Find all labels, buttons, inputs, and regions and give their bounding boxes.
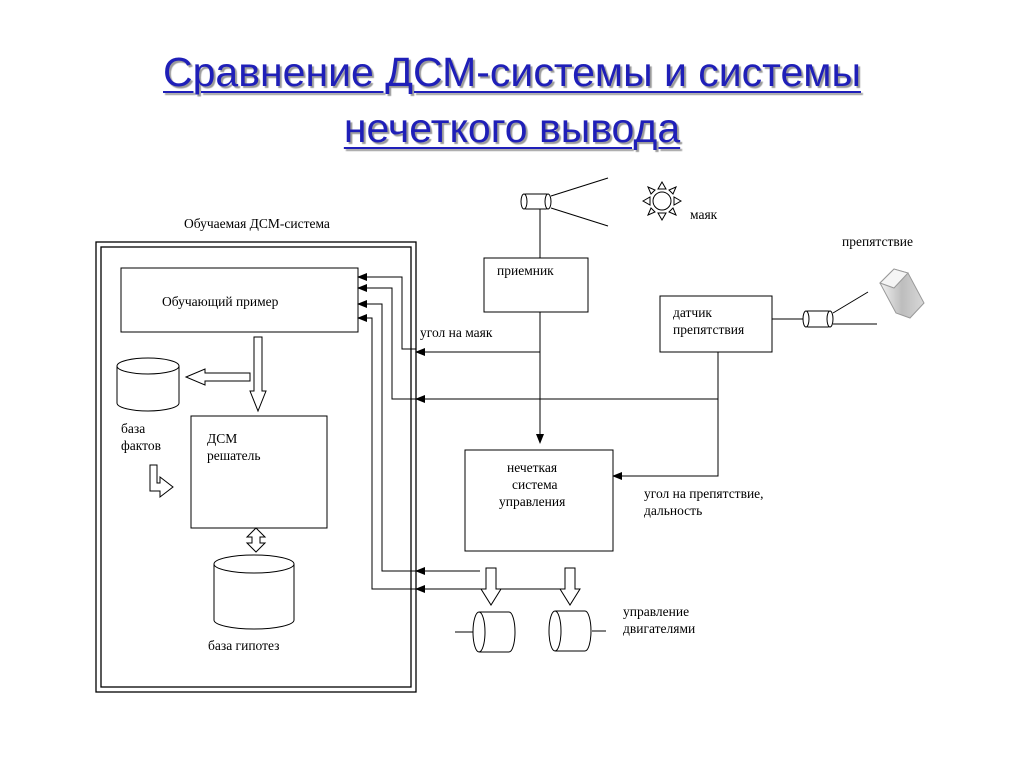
double-arrow-icon [245, 527, 267, 553]
motor-control-label-line-2: двигателями [623, 621, 696, 636]
obstacle-sensor-label-line-2: препятствия [673, 322, 745, 337]
motor-arrow-left-icon [480, 567, 502, 606]
hypotheses-db-cylinder-icon [213, 554, 295, 630]
dsm-system-frame [95, 241, 417, 693]
motor-right-icon [548, 610, 606, 652]
hollow-arrow-left-icon [184, 368, 251, 386]
slide-title-line-2: нечеткого вывода [343, 105, 681, 151]
fuzzy-system-box [464, 449, 614, 552]
motor-arrow-right-icon [559, 567, 581, 606]
fuzzy-label-line-2: система [512, 477, 558, 492]
hollow-arrow-down-icon [249, 336, 267, 413]
solver-label-line-1: ДСМ [207, 431, 238, 446]
hollow-bent-arrow-icon [149, 464, 174, 499]
obstacle-label: препятствие [842, 234, 913, 249]
slide-title-line-1: Сравнение ДСМ-системы и системы [163, 49, 861, 95]
feedback-wires [357, 273, 416, 590]
training-example-box [120, 267, 359, 333]
receiver-wires [415, 312, 544, 444]
fuzzy-label-line-3: управления [499, 494, 566, 509]
beacon-label: маяк [690, 207, 718, 222]
solver-label-line-2: решатель [207, 448, 261, 463]
obstacle-angle-label-line-1: угол на препятствие, [644, 486, 764, 501]
receiver-label: приемник [497, 263, 554, 278]
training-example-label: Обучающий пример [162, 294, 279, 309]
beacon-sensor-icon [520, 177, 609, 259]
facts-db-cylinder-icon [116, 357, 180, 412]
motor-left-icon [455, 611, 516, 653]
beacon-angle-label: угол на маяк [420, 325, 493, 340]
motor-control-label-line-1: управление [623, 604, 690, 619]
facts-db-label-line-2: фактов [121, 438, 161, 453]
facts-db-label-line-1: база [121, 421, 146, 436]
fuzzy-label-line-1: нечеткая [507, 460, 558, 475]
obstacle-wires [415, 352, 719, 480]
obstacle-prism-icon [879, 268, 925, 319]
obstacle-sensor-camera-icon [772, 291, 877, 328]
obstacle-angle-label-line-2: дальность [644, 503, 703, 518]
slide-title: Сравнение ДСМ-системы и системы нечетког… [0, 44, 1024, 156]
obstacle-sensor-box [659, 295, 773, 353]
sun-icon [641, 180, 683, 222]
obstacle-sensor-label-line-1: датчик [673, 305, 712, 320]
dsm-system-label: Обучаемая ДСМ-система [184, 216, 330, 231]
receiver-box [483, 257, 589, 313]
dsm-solver-box [190, 415, 328, 529]
hypotheses-db-label: база гипотез [208, 638, 280, 653]
